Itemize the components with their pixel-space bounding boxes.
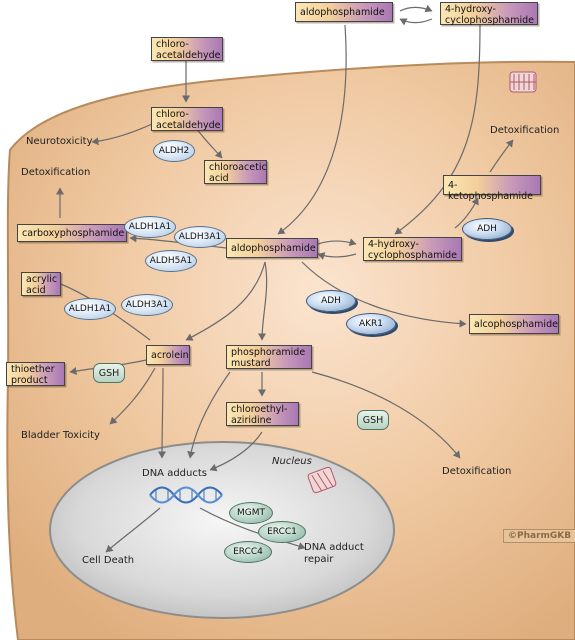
thioether-product-node: thioether product [6,362,65,386]
aldh3a1-enzyme-carboxy: ALDH3A1 [174,226,226,248]
aldh1a1-enzyme-acrolein: ALDH1A1 [64,298,116,320]
adh-enzyme-alco: ADH [306,290,356,312]
dna-adduct-repair-label: DNA adduct repair [304,542,364,565]
cell-death-label: Cell Death [82,555,135,566]
gsh-thioether: GSH [93,363,125,383]
phosphoramide-mustard-node: phosphoramide mustard [226,345,312,369]
aldh1a1-enzyme-carboxy: ALDH1A1 [124,216,176,238]
aldophosphamide-node: aldophosphamide [226,238,318,258]
aldophosphamide-extracellular-node: aldophosphamide [295,2,393,22]
nucleus [49,441,395,619]
nuclear-pore-icon [307,466,337,494]
gsh-mustard: GSH [357,410,389,430]
ercc1-enzyme: ERCC1 [258,521,306,543]
aldh5a1-enzyme: ALDH5A1 [145,250,197,272]
detoxification-bottom-label: Detoxification [442,466,512,477]
chloroethyl-aziridine-node: chloroethyl- aziridine [226,402,299,426]
dna-adducts-label: DNA adducts [142,468,207,479]
acrylic-acid-node: acrylic acid [21,272,61,296]
dna-helix-icon [149,486,223,504]
chloroacetic-acid-node: chloroacetic acid [204,160,267,184]
aldh3a1-enzyme-acrolein: ALDH3A1 [121,294,173,316]
hydroxycyclophosphamide-extracellular-node: 4-hydroxy- cyclophosphamide [440,2,538,26]
akr1-enzyme: AKR1 [346,313,396,335]
adh-enzyme-keto: ADH [462,218,512,240]
pharmgkb-credit: ©PharmGKB [503,529,575,543]
aldh2-enzyme: ALDH2 [153,140,195,162]
carboxyphosphamide-node: carboxyphosphamide [17,224,127,242]
chloroacetaldehyde-node: chloro- acetaldehyde [151,107,223,131]
acrolein-node: acrolein [146,345,190,365]
ercc4-enzyme: ERCC4 [224,541,272,563]
alcophosphamide-node: alcophosphamide [469,314,559,334]
ketophosphamide-node: 4-ketophosphamide [443,175,541,202]
nucleus-label: Nucleus [272,456,312,467]
membrane-transporter-icon [509,71,537,93]
mgmt-enzyme: MGMT [229,502,273,524]
hydroxycyclophosphamide-node: 4-hydroxy- cyclophosphamide [363,237,462,261]
chloroacetaldehyde-extracellular-node: chloro- acetaldehyde [151,37,223,61]
neurotoxicity-label: Neurotoxicity [26,136,93,147]
bladder-toxicity-label: Bladder Toxicity [21,430,100,441]
detoxification-right-label: Detoxification [490,125,560,136]
detoxification-left-label: Detoxification [21,167,91,178]
